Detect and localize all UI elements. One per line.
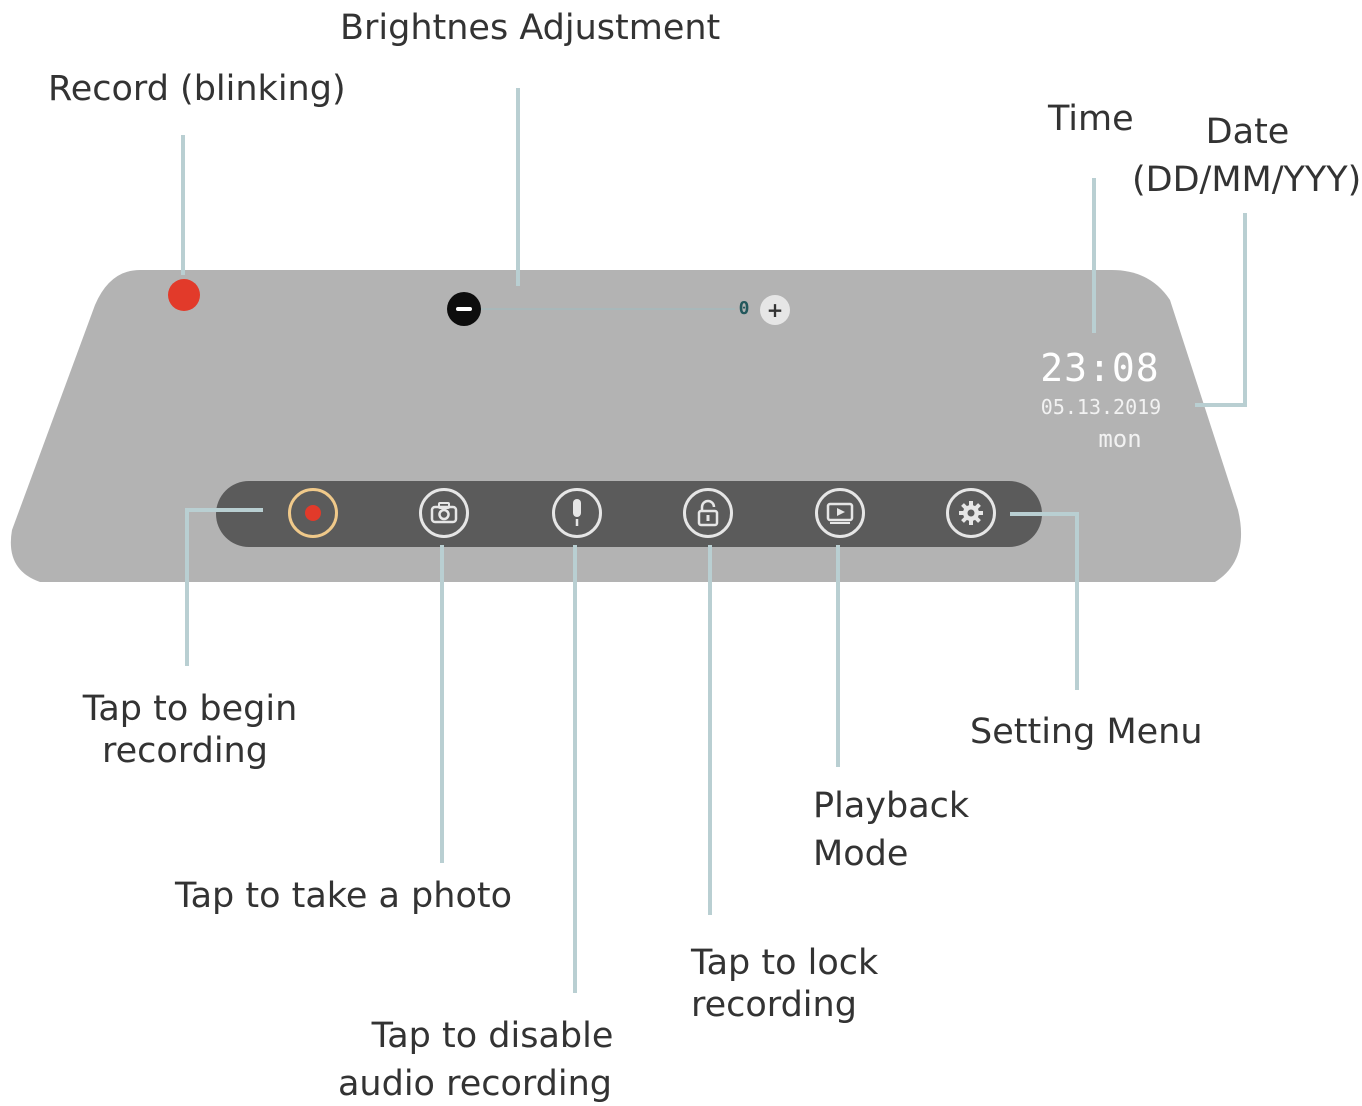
- settings-button[interactable]: [946, 488, 996, 538]
- date-label-line2: (DD/MM/YYY): [1132, 160, 1362, 200]
- record-indicator: [168, 279, 200, 311]
- audio-label-line1: Tap to disable: [371, 1016, 614, 1056]
- time-leader-line: [1092, 178, 1096, 333]
- playback-button[interactable]: [815, 488, 865, 538]
- camera-icon: [430, 502, 458, 524]
- brightness-increase-button[interactable]: +: [760, 295, 790, 325]
- date-leader-line-h: [1195, 403, 1247, 407]
- begin-recording-leader-v: [185, 508, 189, 666]
- lock-icon: [697, 499, 719, 527]
- brightness-leader-line: [516, 88, 520, 286]
- toolbar: [216, 481, 1042, 547]
- playback-label-line2: Mode: [813, 834, 909, 874]
- begin-recording-leader-h: [185, 508, 263, 512]
- photo-label: Tap to take a photo: [175, 876, 513, 916]
- record-leader-line: [181, 135, 185, 275]
- plus-icon: +: [766, 298, 784, 322]
- settings-leader-v: [1075, 512, 1079, 690]
- begin-recording-label-line2: recording: [102, 731, 268, 771]
- date-display: 05.13.2019: [1040, 395, 1162, 419]
- setting-menu-label: Setting Menu: [970, 712, 1203, 752]
- record-icon: [305, 505, 321, 521]
- playback-label-line1: Playback: [813, 786, 970, 826]
- brightness-level: 0: [738, 297, 750, 319]
- record-button[interactable]: [288, 488, 338, 538]
- lock-leader-line: [708, 545, 712, 915]
- audio-toggle-button[interactable]: [552, 488, 602, 538]
- record-label: Record (blinking): [48, 69, 346, 109]
- audio-label-line2: audio recording: [337, 1064, 613, 1104]
- lock-label-line2: recording: [691, 985, 857, 1025]
- begin-recording-label-line1: Tap to begin: [82, 689, 298, 729]
- date-label-line1: Date: [1205, 112, 1290, 152]
- microphone-icon: [573, 499, 581, 526]
- brightness-label: Brightnes Adjustment: [340, 8, 721, 48]
- brightness-decrease-button[interactable]: [447, 292, 481, 326]
- date-leader-line: [1243, 213, 1247, 407]
- playback-icon: [826, 502, 854, 524]
- settings-icon: [959, 501, 983, 525]
- time-display: 23:08: [1040, 346, 1160, 390]
- playback-leader-line: [836, 545, 840, 767]
- photo-button[interactable]: [419, 488, 469, 538]
- time-label: Time: [1048, 99, 1134, 139]
- lock-label-line1: Tap to lock: [691, 943, 879, 983]
- lock-recording-button[interactable]: [683, 488, 733, 538]
- settings-leader-h: [1010, 512, 1079, 516]
- minus-icon: [456, 307, 472, 311]
- day-display: mon: [1098, 425, 1142, 453]
- photo-leader-line: [440, 545, 444, 863]
- audio-leader-line: [573, 545, 577, 993]
